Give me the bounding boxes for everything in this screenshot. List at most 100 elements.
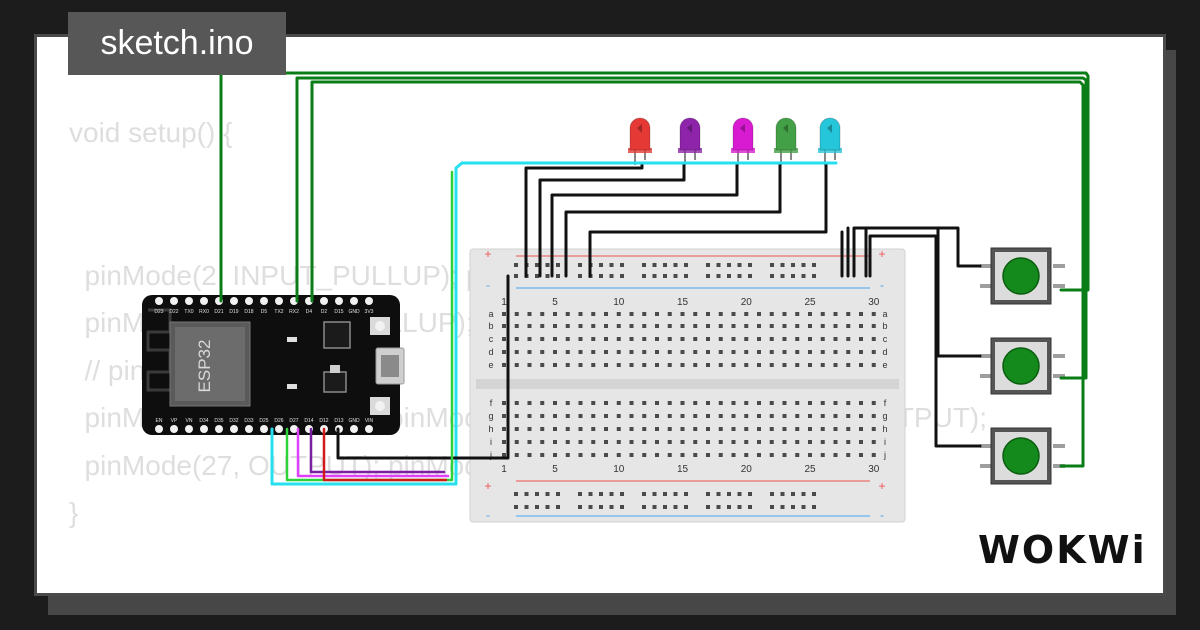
breadboard-hole [693, 324, 698, 328]
pushbutton-leg [980, 374, 992, 378]
breadboard-hole [540, 363, 545, 367]
breadboard-hole [514, 363, 519, 367]
breadboard-hole [667, 350, 672, 354]
pushbutton-leg [1053, 374, 1065, 378]
breadboard-hole [706, 312, 710, 316]
breadboard-hole [769, 401, 774, 405]
rail-hole [673, 505, 678, 509]
breadboard-hole [680, 401, 685, 405]
breadboard-hole [565, 401, 570, 405]
rail-hole [556, 274, 560, 278]
breadboard-hole [540, 453, 545, 457]
breadboard-hole [629, 453, 634, 457]
breadboard-hole [655, 324, 659, 328]
led-cyan [818, 117, 842, 165]
row-label: i [490, 437, 492, 447]
breadboard-hole [693, 440, 698, 444]
breadboard-hole [502, 324, 506, 328]
esp32-pin-label: VIN [365, 418, 374, 424]
wire [550, 163, 739, 278]
rail-hole [727, 274, 731, 278]
breadboard-hole [616, 414, 621, 418]
wire [524, 163, 644, 278]
rail-hole [578, 274, 582, 278]
row-label: a [882, 309, 887, 319]
breadboard-hole [846, 427, 851, 431]
breadboard-hole [859, 312, 863, 316]
breadboard-hole [769, 337, 774, 341]
breadboard-hole [527, 350, 532, 354]
pushbutton-leg [1053, 464, 1065, 468]
breadboard-hole [846, 453, 851, 457]
breadboard-hole [859, 363, 863, 367]
breadboard-hole [808, 363, 812, 367]
esp32-pin [245, 297, 253, 305]
breadboard-hole [514, 350, 519, 354]
breadboard-hole [871, 324, 876, 328]
esp32-pin-label: D22 [169, 309, 178, 315]
esp32-pin-label: D23 [154, 309, 163, 315]
breadboard-hole [502, 337, 506, 341]
breadboard-hole [553, 440, 557, 444]
rail-hole [663, 505, 667, 509]
breadboard-hole [655, 350, 659, 354]
breadboard-hole [706, 453, 710, 457]
breadboard-hole [616, 363, 621, 367]
rail-hole [620, 274, 624, 278]
led-rim [731, 148, 755, 153]
rail-hole [652, 263, 657, 267]
esp32-pin-label: RX0 [199, 309, 209, 315]
breadboard-hole [782, 337, 787, 341]
breadboard-hole [718, 350, 723, 354]
breadboard-hole [591, 440, 596, 444]
breadboard-hole [693, 312, 698, 316]
row-label: g [488, 411, 493, 421]
rail-plus-label: + [878, 479, 885, 493]
rail-hole [673, 263, 678, 267]
breadboard-hole [502, 414, 506, 418]
breadboard-hole [604, 350, 608, 354]
breadboard-hole [718, 453, 723, 457]
breadboard-hole [591, 414, 596, 418]
esp32-pin [350, 425, 358, 433]
breadboard-hole [795, 312, 800, 316]
breadboard-hole [718, 337, 723, 341]
pushbutton-cap [1002, 437, 1040, 475]
rail-hole [514, 274, 518, 278]
rail-hole [556, 263, 560, 267]
breadboard-hole [744, 350, 749, 354]
breadboard-hole [833, 324, 838, 328]
breadboard-hole [769, 414, 774, 418]
breadboard-hole [731, 324, 736, 328]
pushbutton-leg [980, 354, 992, 358]
column-label: 30 [868, 297, 880, 308]
breadboard-hole [514, 414, 519, 418]
rail-hole [652, 505, 657, 509]
esp32-pin [350, 297, 358, 305]
breadboard-hole [782, 324, 787, 328]
rail-hole [716, 505, 721, 509]
wire [322, 427, 448, 482]
breadboard-hole [553, 337, 557, 341]
breadboard-hole [616, 337, 621, 341]
file-tab[interactable]: sketch.ino [68, 12, 286, 75]
rail-hole [535, 274, 539, 278]
esp32-pin [185, 297, 193, 305]
breadboard-hole [706, 337, 710, 341]
rail-hole [588, 492, 593, 496]
esp32-pin-label: D5 [261, 309, 268, 315]
breadboard-hole [769, 324, 774, 328]
breadboard-hole [718, 363, 723, 367]
wire [588, 163, 828, 278]
breadboard-hole [642, 401, 647, 405]
breadboard-hole [502, 427, 506, 431]
esp32-pin-label: 3V3 [365, 309, 374, 315]
led-red [628, 117, 652, 165]
breadboard-hole [642, 337, 647, 341]
breadboard-hole [718, 324, 723, 328]
breadboard-hole [680, 414, 685, 418]
column-label: 5 [552, 297, 558, 308]
breadboard-hole [731, 453, 736, 457]
breadboard-hole [578, 324, 583, 328]
breadboard-hole [871, 350, 876, 354]
